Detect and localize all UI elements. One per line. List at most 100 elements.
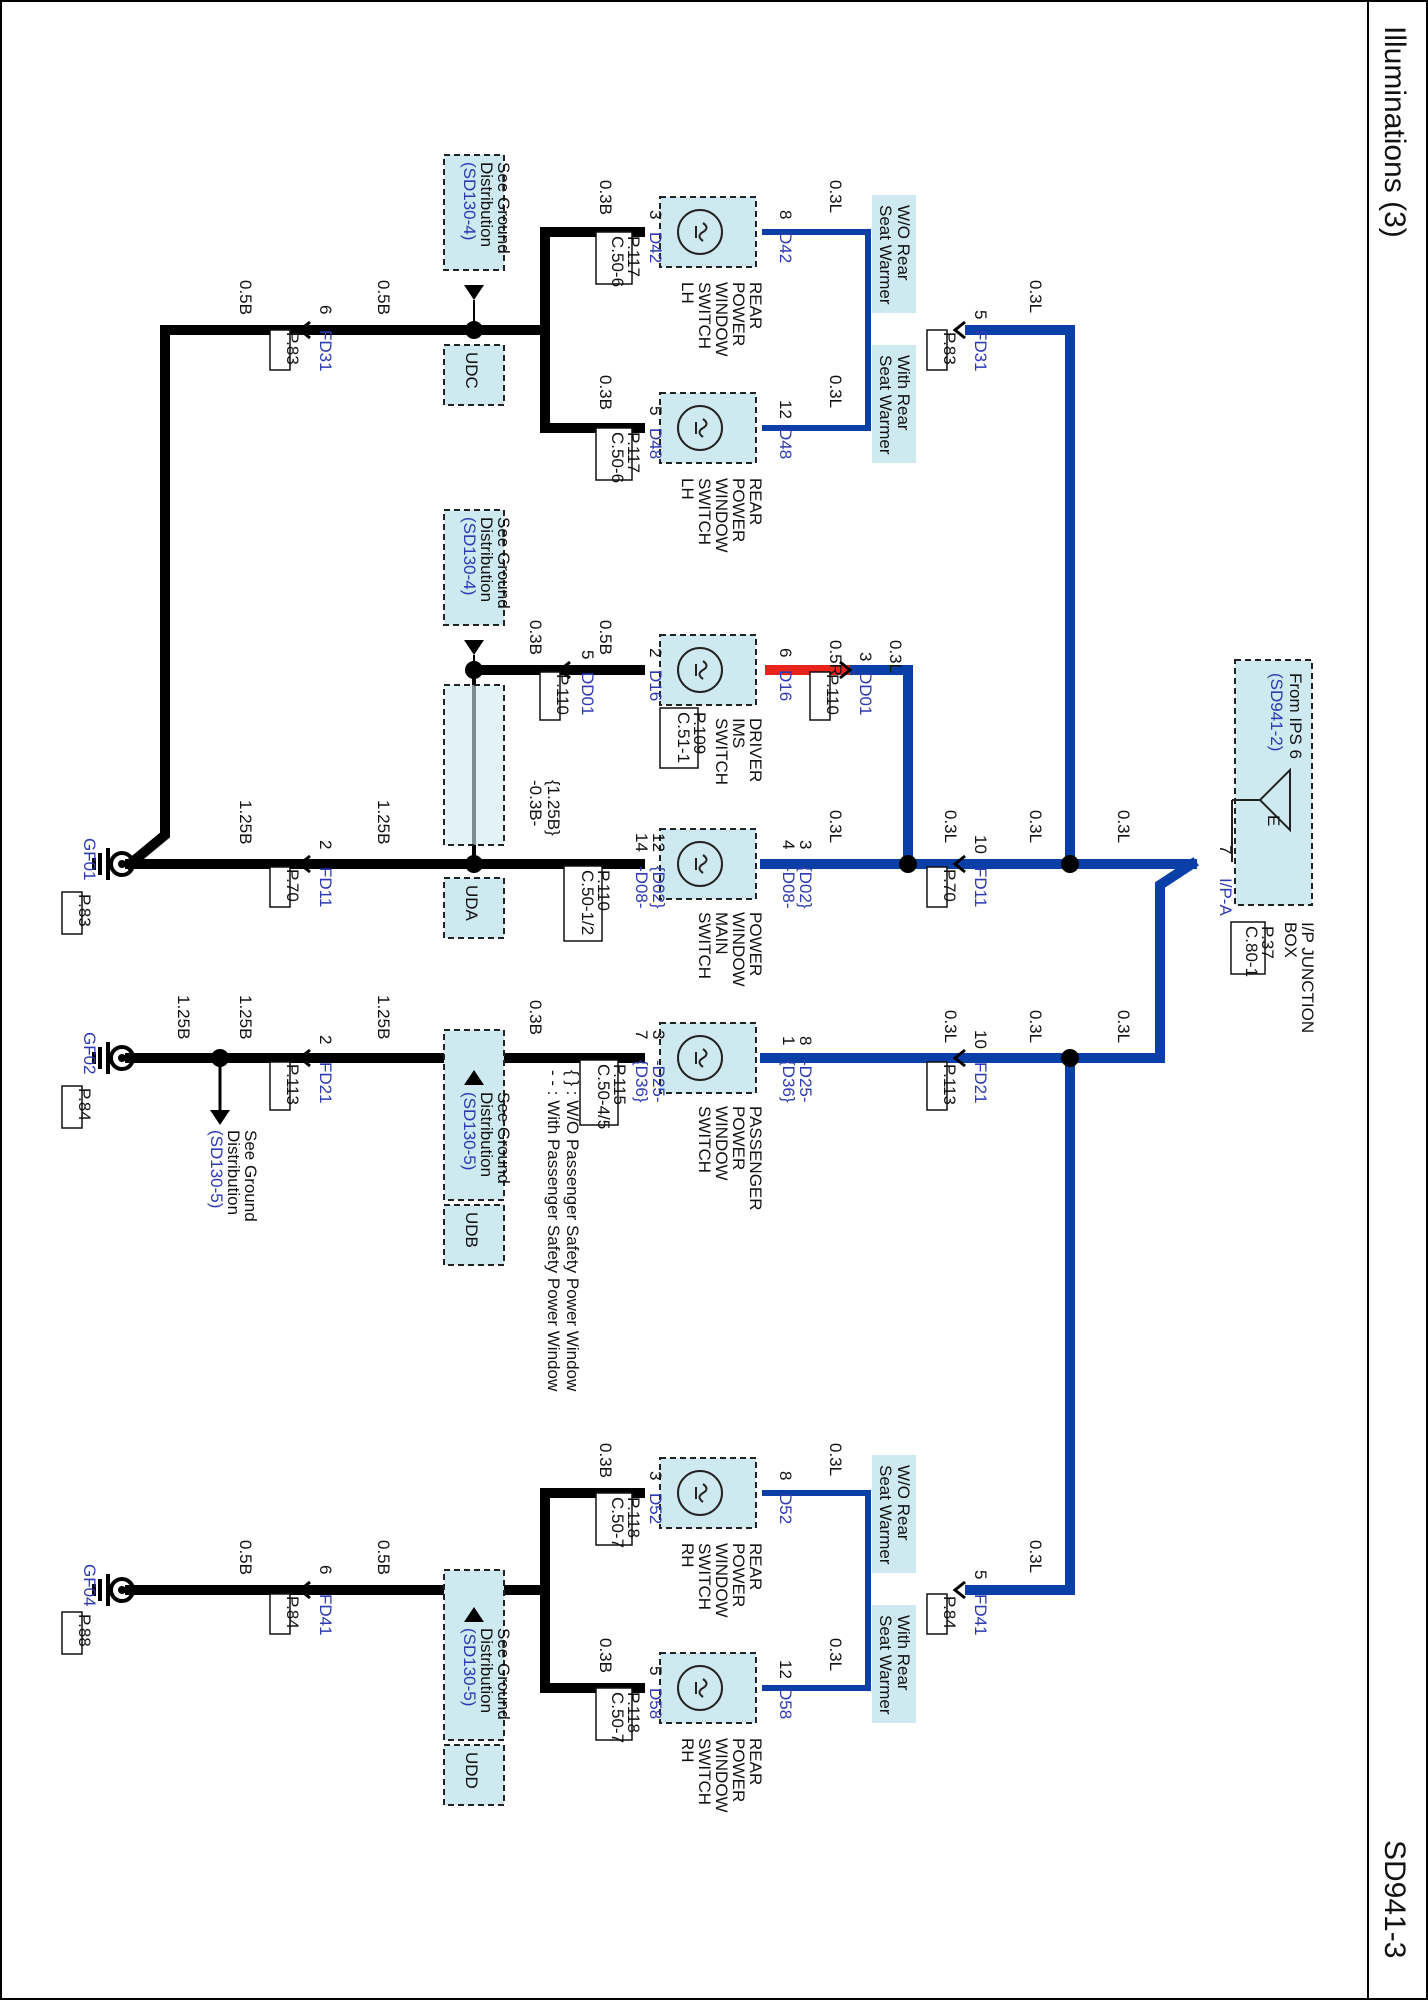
svg-text:PASSENGER: PASSENGER — [746, 1106, 765, 1211]
svg-text:D52: D52 — [646, 1493, 665, 1524]
wire-d48 — [762, 327, 871, 431]
wire-size-label: 0.3B — [526, 1000, 545, 1035]
svg-text:Distribution: Distribution — [477, 1628, 496, 1713]
svg-text:12: 12 — [649, 833, 668, 852]
junction-connector: I/P-A — [1216, 878, 1235, 916]
wire-size-label: 0.3B — [596, 180, 615, 215]
svg-text:C.51-1: C.51-1 — [674, 712, 693, 763]
svg-text:3: 3 — [646, 1471, 665, 1480]
wire-size-label: 0.5B — [374, 1540, 393, 1575]
wire-size-label: 0.3B — [596, 1638, 615, 1673]
wire-size-label: 0.3L — [826, 1443, 845, 1476]
driver-ims-switch: 6 D16 2 D16 DRIVER IMS SWITCH P.109 C.51… — [646, 634, 795, 785]
svg-text:FD41: FD41 — [316, 1594, 335, 1636]
wire-to-dd01 — [845, 665, 913, 869]
connector-dd01-bottom: 5 DD01 P.110 — [539, 650, 597, 721]
svg-text:LH: LH — [678, 282, 697, 304]
ground-gf04: GF04 P.88 — [61, 1564, 135, 1655]
passenger-power-window-switch: 8 1 -D25- {D36} 3 7 -D25- {D36} P.115 C.… — [579, 1022, 815, 1211]
svg-text:P.117: P.117 — [624, 432, 643, 473]
rear-power-window-switch-rh-d52: 8 D52 3 D52 P.118 C.50-7 REAR POWER WIND… — [595, 1457, 795, 1618]
svg-text:WINDOW: WINDOW — [712, 1106, 731, 1181]
svg-text:C.50-7: C.50-7 — [608, 1692, 627, 1743]
svg-text:3: 3 — [796, 840, 815, 849]
svg-text:FD21: FD21 — [971, 1062, 990, 1104]
svg-text:P.110: P.110 — [594, 870, 613, 911]
wire-size-label: 1.25B — [236, 995, 255, 1039]
note-wo-rear-2: Seat Warmer — [876, 1465, 895, 1565]
svg-text:P.109: P.109 — [690, 712, 709, 754]
svg-text:{D36}: {D36} — [779, 1060, 798, 1103]
wire-size-label: 1.25B — [236, 800, 255, 844]
connector-fd41-bottom: 6 FD41 P.84 — [269, 1565, 335, 1636]
svg-text:3: 3 — [646, 210, 665, 219]
svg-text:D16: D16 — [646, 670, 665, 701]
seat-warmer-notes: W/O Rear Seat Warmer With Rear Seat Warm… — [872, 195, 916, 1723]
connector-dd01-top: 3 DD01 P.110 — [809, 652, 875, 721]
svg-text:D58: D58 — [646, 1688, 665, 1719]
svg-text:See Ground: See Ground — [494, 517, 513, 609]
ground-gf01: GF01 P.83 — [61, 838, 135, 935]
svg-text:P.113: P.113 — [940, 1064, 959, 1105]
ground-label-gf04: GF04 — [80, 1564, 99, 1607]
svg-text:1: 1 — [779, 1036, 798, 1045]
svg-text:FD31: FD31 — [316, 330, 335, 372]
svg-text:FD11: FD11 — [316, 867, 335, 907]
svg-text:D16: D16 — [776, 670, 795, 701]
svg-text:12: 12 — [776, 1660, 795, 1679]
junction-pin: 7 — [1216, 845, 1235, 854]
svg-text:D58: D58 — [776, 1688, 795, 1719]
ground-ref-gf02: P.84 — [75, 1088, 94, 1121]
wire-size-label: 0.3L — [1114, 810, 1133, 843]
svg-text:P.83: P.83 — [940, 332, 959, 365]
svg-text:DD01: DD01 — [578, 672, 597, 715]
svg-text:3: 3 — [856, 652, 875, 661]
svg-text:Distribution: Distribution — [477, 162, 496, 247]
svg-text:2: 2 — [646, 648, 665, 657]
page-code-group: SD941-3 — [1378, 1840, 1411, 1958]
svg-text:D48: D48 — [646, 428, 665, 459]
note-wo-rear-2: Seat Warmer — [876, 205, 895, 305]
wire-size-label: 0.3L — [826, 1638, 845, 1671]
svg-text:8: 8 — [796, 1036, 815, 1045]
svg-text:D48: D48 — [776, 428, 795, 459]
svg-text:5: 5 — [646, 1666, 665, 1675]
note-with-rear-2: Seat Warmer — [876, 355, 895, 455]
fuse-symbol-label: E — [1264, 815, 1283, 826]
svg-text:P.70: P.70 — [283, 869, 302, 902]
svg-text:6: 6 — [316, 1565, 335, 1574]
wire-size-labels: 0.3L 0.3L 0.3L 0.3L 0.3L 0.3L 0.3L 0.3L … — [174, 180, 1133, 1673]
svg-text:D42: D42 — [646, 232, 665, 263]
svg-text:P.118: P.118 — [624, 1692, 643, 1733]
svg-text:P.117: P.117 — [624, 236, 643, 277]
svg-text:POWER: POWER — [729, 478, 748, 542]
wire-size-label: 0.3B — [596, 1443, 615, 1478]
ground-label-gf02: GF02 — [80, 1032, 99, 1075]
svg-text:WINDOW: WINDOW — [712, 282, 731, 357]
svg-text:3: 3 — [649, 1030, 668, 1039]
from-ips-label: From IPS 6 — [1286, 673, 1305, 759]
note-with-rear-2: Seat Warmer — [876, 1615, 895, 1715]
svg-text:14: 14 — [632, 833, 651, 852]
svg-text:P.83: P.83 — [283, 332, 302, 365]
svg-text:SWITCH: SWITCH — [695, 282, 714, 349]
splice-uda: See Ground Distribution (SD130-4) UDA — [443, 509, 513, 939]
svg-text:(SD130-5): (SD130-5) — [460, 1628, 479, 1706]
svg-text:12: 12 — [776, 400, 795, 419]
svg-text:{D02}: {D02} — [649, 866, 668, 909]
svg-text:-D25-: -D25- — [649, 1060, 668, 1103]
svg-text:POWER: POWER — [746, 912, 765, 976]
svg-text:Distribution: Distribution — [224, 1130, 243, 1215]
svg-text:REAR: REAR — [746, 478, 765, 525]
svg-text:SWITCH: SWITCH — [695, 478, 714, 545]
svg-text:D42: D42 — [776, 232, 795, 263]
note-with-rear: With Rear — [894, 1615, 913, 1691]
splice-udb: See Ground Distribution (SD130-5) UDB — [443, 1029, 513, 1266]
svg-text:See Ground: See Ground — [241, 1130, 260, 1222]
ground-label-gf01: GF01 — [80, 838, 99, 881]
splice-label-udc: UDC — [462, 352, 481, 389]
svg-text:See Ground: See Ground — [494, 1092, 513, 1184]
svg-text:(SD130-4): (SD130-4) — [460, 517, 479, 595]
svg-text:P.113: P.113 — [283, 1064, 302, 1105]
